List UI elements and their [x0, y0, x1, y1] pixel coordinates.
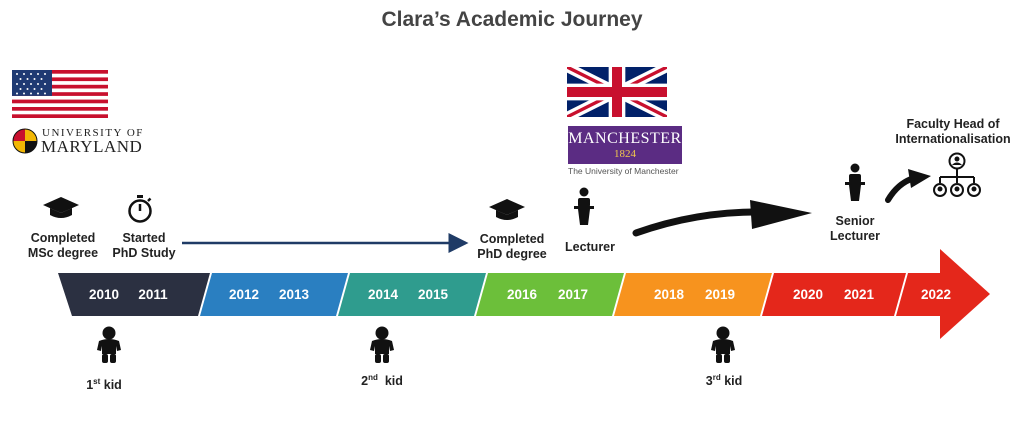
kid-label-1-word: kid — [103, 378, 122, 393]
milestone-head-line1: Faculty Head of — [906, 117, 1000, 131]
milestone-lecturer: Lecturer — [564, 240, 616, 254]
manchester-logo-subtitle: The University of Manchester — [568, 166, 679, 176]
milestone-head-line2: Internationalisation — [895, 132, 1011, 146]
graduation-cap-icon-2 — [489, 199, 525, 220]
kid-label-3-num: 3 — [705, 374, 713, 389]
milestone-faculty-head: Faculty Head of Internationalisation — [888, 117, 1018, 147]
year-label-2018: 2018 — [653, 287, 685, 302]
milestone-phd-done-line1: Completed — [479, 232, 545, 246]
baby-icon-2 — [370, 326, 394, 363]
milestone-senior-lecturer: Senior Lecturer — [820, 214, 890, 244]
year-label-2016: 2016 — [506, 287, 538, 302]
year-label-2012: 2012 — [228, 287, 260, 302]
kid-label-3: 3rd kid — [693, 370, 755, 389]
career-growth-arrow — [632, 208, 774, 237]
podium-icon — [574, 187, 594, 225]
stopwatch-icon — [128, 195, 152, 223]
page-title: Clara’s Academic Journey — [381, 8, 643, 31]
org-chart-icon — [933, 152, 981, 197]
kid-label-3-sup: rd — [712, 373, 721, 382]
kid-label-1: 1st kid — [74, 374, 134, 393]
year-label-2020: 2020 — [792, 287, 824, 302]
kid-label-2: 2nd kid — [350, 370, 414, 389]
year-label-2014: 2014 — [367, 287, 399, 302]
podium-icon-2 — [845, 163, 865, 201]
kid-label-2-num: 2 — [361, 374, 369, 389]
year-label-2011: 2011 — [138, 287, 168, 302]
year-label-2013: 2013 — [278, 287, 310, 302]
baby-icon — [97, 326, 121, 363]
year-label-2017: 2017 — [557, 287, 589, 302]
timeline-segment-2020-2021 — [762, 273, 906, 316]
milestone-phd-start-line1: Started — [122, 231, 166, 245]
kid-label-2-word: kid — [384, 374, 403, 389]
year-label-2019: 2019 — [704, 287, 736, 302]
milestone-phd-done: Completed PhD degree — [468, 232, 556, 262]
timeline-segment-2018-2019 — [614, 273, 772, 316]
kid-label-1-num: 1 — [86, 378, 94, 393]
timeline-segment-2016-2017 — [476, 273, 624, 316]
milestone-msc-line1: Completed — [30, 231, 96, 245]
umd-logo-line2: MARYLAND — [41, 137, 143, 156]
milestone-msc-line2: MSc degree — [27, 246, 99, 260]
manchester-logo-name: MANCHESTER — [568, 130, 682, 147]
kid-label-2-sup: nd — [368, 373, 378, 382]
timeline-segment-2012-2013 — [200, 273, 348, 316]
timeline-segment-2022-arrowhead — [896, 249, 990, 339]
career-growth-arrowhead — [750, 200, 812, 229]
timeline-segment-2014-2015 — [338, 273, 486, 316]
manchester-logo: MANCHESTER 1824 — [568, 126, 682, 164]
milestone-senior-line1: Senior — [835, 214, 875, 228]
us-flag-icon — [12, 70, 108, 118]
kid-label-3-word: kid — [724, 374, 743, 389]
milestone-phd-done-line2: PhD degree — [477, 247, 547, 261]
milestone-phd-start: Started PhD Study — [104, 231, 184, 261]
timeline-segment-2010-2011 — [58, 273, 210, 316]
year-label-2022: 2022 — [920, 287, 952, 302]
milestone-phd-start-line2: PhD Study — [112, 246, 176, 260]
uk-flag-icon — [567, 67, 667, 117]
milestone-senior-line2: Lecturer — [829, 229, 881, 243]
manchester-logo-year: 1824 — [614, 148, 636, 160]
year-label-2015: 2015 — [417, 287, 449, 302]
year-label-2021: 2021 — [843, 287, 875, 302]
umd-logo-line1: UNIVERSITY OF — [42, 127, 144, 139]
year-label-2010: 2010 — [88, 287, 120, 302]
kid-label-1-sup: st — [93, 377, 101, 386]
promotion-arrowhead — [908, 169, 931, 188]
umd-shield-icon — [12, 128, 38, 154]
milestone-msc: Completed MSc degree — [18, 231, 108, 261]
graduation-cap-icon — [43, 197, 79, 218]
baby-icon-3 — [711, 326, 735, 363]
